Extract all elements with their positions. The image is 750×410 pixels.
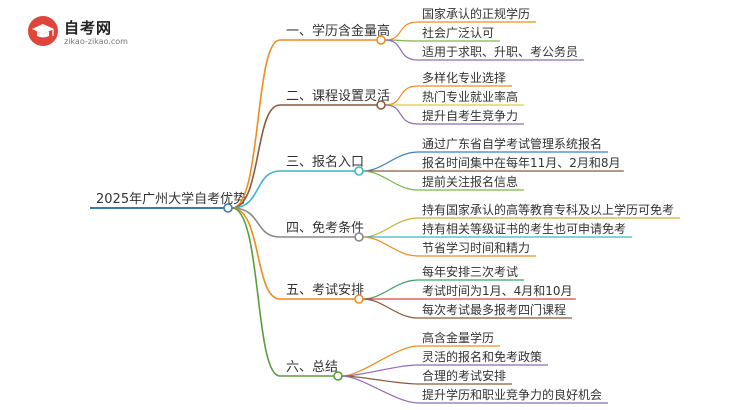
logo-title: 自考网 xyxy=(64,19,113,37)
child-label: 高含金量学历 xyxy=(422,330,494,345)
branch-node xyxy=(376,100,386,110)
child-connector xyxy=(362,217,419,238)
child-label: 灵活的报名和免考政策 xyxy=(422,349,542,364)
child-label: 每年安排三次考试 xyxy=(422,264,518,279)
branch-label: 四、免考条件 xyxy=(286,220,364,236)
branch-node xyxy=(354,294,364,304)
child-label: 持有相关等级证书的考生也可申请免考 xyxy=(422,221,626,236)
branch-label: 一、学历含金量高 xyxy=(286,23,390,39)
branch-label: 六、总结 xyxy=(286,360,338,375)
branch-connector xyxy=(231,104,281,209)
branch-node xyxy=(333,371,343,381)
child-connector xyxy=(341,364,419,377)
branch-node xyxy=(354,166,364,176)
child-connector xyxy=(341,375,419,404)
child-connector xyxy=(362,236,419,257)
child-label: 提升学历和职业竞争力的良好机会 xyxy=(422,387,602,402)
child-label: 国家承认的正规学历 xyxy=(422,6,530,21)
graduation-cap-icon xyxy=(28,16,58,46)
child-label: 多样化专业选择 xyxy=(422,70,506,85)
child-label: 通过广东省自学考试管理系统报名 xyxy=(422,136,602,151)
branch-connector xyxy=(231,39,281,209)
child-connector xyxy=(362,170,419,191)
child-connector xyxy=(362,279,419,300)
child-connector xyxy=(341,345,419,377)
branch-node xyxy=(354,232,364,242)
branch-connector xyxy=(231,207,281,300)
root-label: 2025年广州大学自考优势 xyxy=(96,191,246,207)
branch-label: 三、报名入口 xyxy=(286,154,364,170)
child-label: 提升自考生竞争力 xyxy=(422,108,518,123)
child-connector xyxy=(362,151,419,172)
branch-connector xyxy=(231,207,281,238)
branch-connector xyxy=(231,207,281,377)
child-label: 每次考试最多报考四门课程 xyxy=(422,302,566,317)
child-label: 提前关注报名信息 xyxy=(422,174,518,189)
branch-node xyxy=(376,35,386,45)
child-label: 节省学习时间和精力 xyxy=(422,240,530,255)
child-label: 社会广泛认可 xyxy=(422,25,494,40)
branch-connector xyxy=(231,170,281,209)
root-node xyxy=(223,203,233,213)
child-label: 持有国家承认的高等教育专科及以上学历可免考 xyxy=(422,202,674,217)
child-connector xyxy=(384,39,419,61)
site-logo[interactable]: 自考网 zikao-zikao.com xyxy=(28,14,148,54)
branch-label: 二、课程设置灵活 xyxy=(286,89,390,104)
child-label: 热门专业就业率高 xyxy=(422,89,518,104)
child-label: 适用于求职、升职、考公务员 xyxy=(422,44,578,59)
child-connector xyxy=(384,104,419,125)
child-label: 考试时间为1月、4月和10月 xyxy=(422,283,573,298)
logo-url: zikao-zikao.com xyxy=(64,37,128,46)
child-label: 合理的考试安排 xyxy=(422,368,506,383)
child-label: 报名时间集中在每年11月、2月和8月 xyxy=(422,155,621,170)
child-connector xyxy=(362,298,419,319)
child-connector xyxy=(341,375,419,385)
branch-label: 五、考试安排 xyxy=(286,283,364,298)
